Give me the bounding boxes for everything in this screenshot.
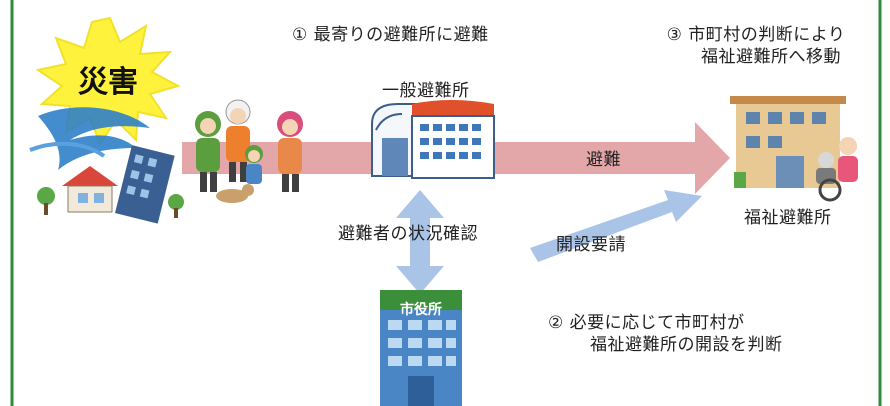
step3-label: ③ 市町村の判断により 福祉避難所へ移動 <box>636 24 876 68</box>
step2-line2: 福祉避難所の開設を判断 <box>590 335 783 355</box>
wheelchair-person-icon <box>816 152 842 202</box>
welfare-shelter-label: 福祉避難所 <box>744 208 832 228</box>
welfare-shelter-building-icon <box>730 96 858 202</box>
city-hall-building-icon <box>380 290 462 406</box>
damaged-house-icon <box>62 166 118 213</box>
evacuation-arrow-label: 避難 <box>586 150 621 170</box>
evacuee-child-icon <box>245 145 263 184</box>
status-check-label: 避難者の状況確認 <box>338 224 478 244</box>
step2-label: ② 必要に応じて市町村が 福祉避難所の開設を判断 <box>548 312 783 356</box>
leaning-building-icon <box>115 145 175 224</box>
evacuee-person-icon <box>225 99 251 182</box>
evacuee-person-icon <box>277 111 303 192</box>
open-request-label: 開設要請 <box>556 235 626 255</box>
city-hall-sign-text: 市役所 <box>400 301 442 318</box>
step3-line2: 福祉避難所へ移動 <box>701 47 841 67</box>
disaster-illustration <box>29 16 184 224</box>
step3-line1: ③ 市町村の判断により <box>666 25 846 45</box>
disaster-label: 災害 <box>78 65 138 100</box>
evacuee-person-icon <box>195 111 221 192</box>
caregiver-icon <box>838 137 858 182</box>
storm-swirl-icon <box>38 107 150 170</box>
dog-icon <box>216 184 254 203</box>
general-shelter-label: 一般避難所 <box>382 81 470 101</box>
step2-line1: ② 必要に応じて市町村が <box>548 313 745 333</box>
status-check-double-arrow <box>396 190 444 294</box>
step1-label: ① 最寄りの避難所に避難 <box>292 25 489 45</box>
city-hall-sign <box>380 290 462 310</box>
open-request-arrow <box>530 190 702 262</box>
general-shelter-building-icon <box>371 100 495 179</box>
evacuees-illustration <box>195 99 303 203</box>
